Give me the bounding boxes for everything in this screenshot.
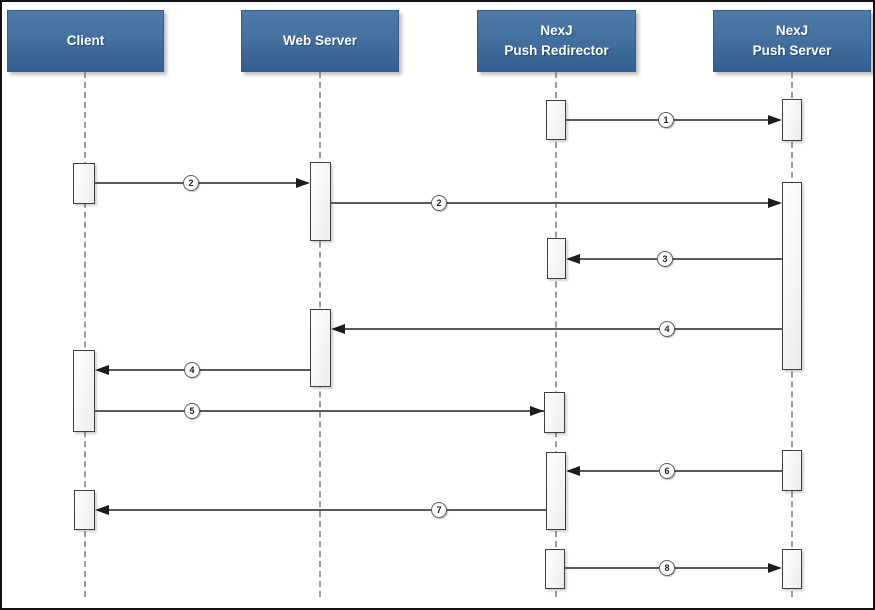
message-2b-arrowhead-icon <box>768 198 782 208</box>
message-2b-line <box>331 202 780 204</box>
activation-client-2 <box>73 350 95 432</box>
message-7-line <box>97 509 546 511</box>
message-2a-line <box>95 182 308 184</box>
message-number-badge: 2 <box>183 175 199 191</box>
activation-push-redirector-1 <box>546 100 566 140</box>
lifeline-client <box>84 72 86 597</box>
activation-web-server-2 <box>310 309 331 387</box>
message-number-badge: 3 <box>657 251 673 267</box>
message-number-badge: 7 <box>431 502 447 518</box>
message-4b-number: 4 <box>189 365 195 375</box>
activation-push-redirector-4 <box>546 452 566 530</box>
message-6-arrowhead-icon <box>566 466 580 476</box>
activation-push-server-4 <box>782 549 802 589</box>
message-6-number: 6 <box>664 466 670 476</box>
activation-web-server-1 <box>310 162 331 241</box>
message-number-badge: 5 <box>184 403 200 419</box>
message-number-badge: 2 <box>431 195 447 211</box>
actor-push-server-label-line2: Push Server <box>752 43 832 58</box>
actor-client-header: Client <box>7 10 164 72</box>
actor-push-redirector-label-line1: NexJ <box>540 23 573 39</box>
message-number-badge: 6 <box>659 463 675 479</box>
actor-push-redirector-header: NexJ Push Redirector <box>477 10 636 72</box>
lifeline-push-redirector <box>555 72 557 597</box>
message-1-arrowhead-icon <box>768 115 782 125</box>
message-5-arrowhead-icon <box>530 406 544 416</box>
message-4a-line <box>333 328 782 330</box>
message-7-arrowhead-icon <box>95 505 109 515</box>
message-8-arrowhead-icon <box>768 563 782 573</box>
activation-push-redirector-5 <box>545 549 565 589</box>
message-2a-number: 2 <box>188 178 194 188</box>
message-number-badge: 4 <box>659 321 675 337</box>
message-number-badge: 4 <box>184 362 200 378</box>
message-1-number: 1 <box>663 115 669 125</box>
message-8-number: 8 <box>664 563 670 573</box>
message-4a-arrowhead-icon <box>331 324 345 334</box>
message-2a-arrowhead-icon <box>296 178 310 188</box>
message-3-arrowhead-icon <box>566 254 580 264</box>
actor-push-redirector-label-line2: Push Redirector <box>504 43 609 58</box>
message-6-line <box>568 470 782 472</box>
activation-client-1 <box>73 163 95 204</box>
actor-web-server-header: Web Server <box>241 10 399 72</box>
message-4b-line <box>97 369 310 371</box>
message-number-badge: 1 <box>658 112 674 128</box>
message-number-badge: 8 <box>659 560 675 576</box>
actor-push-server-label-line1: NexJ <box>775 23 809 39</box>
message-3-line <box>568 258 782 260</box>
message-4b-arrowhead-icon <box>95 365 109 375</box>
activation-push-redirector-2 <box>547 238 566 279</box>
actor-web-server-label-line1: Web Server <box>282 33 358 49</box>
actor-client-label-line1: Client <box>66 33 105 49</box>
activation-push-redirector-3 <box>544 392 565 433</box>
actor-push-server-header: NexJ Push Server <box>713 10 871 72</box>
message-4a-number: 4 <box>664 324 670 334</box>
activation-client-3 <box>74 490 95 530</box>
message-3-number: 3 <box>662 254 668 264</box>
activation-push-server-2 <box>782 182 802 370</box>
activation-push-server-3 <box>782 450 802 491</box>
message-5-number: 5 <box>189 406 195 416</box>
message-7-number: 7 <box>436 505 442 515</box>
message-5-line <box>95 410 544 412</box>
activation-push-server-1 <box>782 99 802 141</box>
message-2b-number: 2 <box>436 198 442 208</box>
